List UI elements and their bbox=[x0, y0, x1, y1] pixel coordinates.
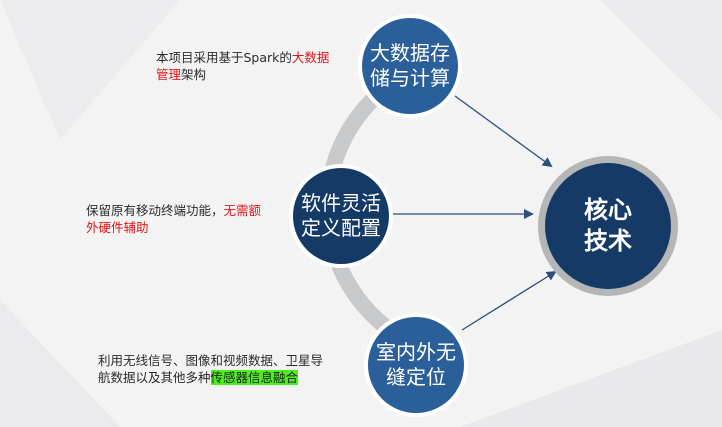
description-text: 架构 bbox=[181, 67, 207, 82]
description-text: 航数据以及其他多种 bbox=[98, 370, 211, 385]
background-facet bbox=[0, 0, 180, 140]
background-facet bbox=[460, 330, 722, 427]
node-software-config: 软件灵活 定义配置 bbox=[293, 168, 389, 264]
description-highlight-red: 无需额 bbox=[223, 203, 262, 218]
description-software: 保留原有移动终端功能，无需额 外硬件辅助 bbox=[86, 202, 301, 236]
node-label: 技术 bbox=[584, 227, 632, 255]
description-highlight-red: 大数据 bbox=[291, 50, 330, 65]
node-positioning: 室内外无 缝定位 bbox=[368, 317, 464, 413]
background-facet bbox=[0, 300, 120, 427]
node-label: 大数据存 bbox=[370, 41, 450, 65]
arrow-storage-to-core bbox=[454, 95, 553, 168]
description-text: 利用无线信号、图像和视频数据、卫星导 bbox=[98, 353, 324, 368]
node-label: 核心 bbox=[584, 196, 632, 224]
description-storage: 本项目采用基于Spark的大数据 管理架构 bbox=[156, 49, 361, 83]
node-label: 软件灵活 bbox=[301, 191, 381, 215]
background-facet bbox=[600, 0, 722, 120]
node-label: 室内外无 bbox=[376, 340, 456, 364]
description-positioning: 利用无线信号、图像和视频数据、卫星导 航数据以及其他多种传感器信息融合 bbox=[98, 352, 358, 386]
arrow-positioning-to-core bbox=[461, 270, 557, 331]
node-label: 储与计算 bbox=[370, 66, 450, 90]
node-core-technology: 核心 技术 bbox=[545, 163, 671, 289]
description-highlight-green: 传感器信息融合 bbox=[210, 370, 299, 385]
description-highlight-red: 外硬件辅助 bbox=[86, 220, 149, 235]
node-label: 定义配置 bbox=[301, 216, 381, 240]
node-label: 缝定位 bbox=[386, 365, 446, 389]
description-text: 本项目采用基于Spark的 bbox=[156, 50, 292, 65]
node-storage-computing: 大数据存 储与计算 bbox=[362, 18, 458, 114]
description-text: 保留原有移动终端功能， bbox=[86, 203, 224, 218]
description-highlight-red: 管理 bbox=[156, 67, 182, 82]
